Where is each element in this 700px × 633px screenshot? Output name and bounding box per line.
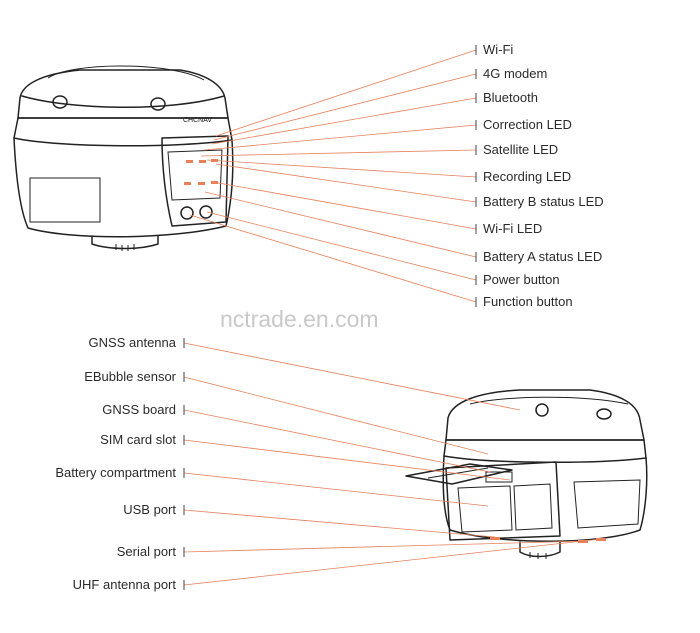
label-recording-led: Recording LED: [483, 169, 571, 184]
leader-line-bluetooth: [211, 97, 477, 145]
label-power-button: Power button: [483, 272, 560, 287]
leader-line-wi-fi-led: [212, 181, 477, 230]
label-bluetooth: Bluetooth: [483, 90, 538, 105]
callout-battery-a-status-led: Battery A status LED: [204, 191, 602, 264]
callout-sim-card-slot: SIM card slot: [100, 432, 511, 481]
callout-power-button: Power button: [206, 211, 560, 287]
leader-line-correction-led: [203, 124, 477, 151]
label-gnss-board: GNSS board: [102, 402, 176, 417]
function-button-graphic: [199, 205, 213, 219]
watermark: nctrade.en.com: [220, 306, 379, 332]
label-battery-a-status-led: Battery A status LED: [483, 249, 602, 264]
callout-gnss-antenna: GNSS antenna: [89, 335, 521, 411]
leader-line-sim-card-slot: [183, 439, 511, 481]
callout-recording-led: Recording LED: [206, 159, 571, 184]
label-usb-port: USB port: [123, 502, 176, 517]
callout-battery-compartment: Battery compartment: [55, 465, 489, 507]
callout-gnss-board: GNSS board: [102, 402, 491, 473]
brand-marking: CHCNAV: [183, 117, 212, 124]
leader-line-4g-modem: [213, 73, 477, 141]
label-sim-card-slot: SIM card slot: [100, 432, 176, 447]
callout-4g-modem: 4G modem: [213, 66, 547, 141]
callout-uhf-antenna-port: UHF antenna port: [73, 538, 602, 592]
label-wi-fi-led: Wi-Fi LED: [483, 221, 542, 236]
leader-line-serial-port: [183, 540, 587, 553]
label-correction-led: Correction LED: [483, 117, 572, 132]
callout-function-button: Function button: [189, 214, 573, 309]
leader-line-battery-compartment: [183, 472, 489, 507]
receiver-open-view: [405, 389, 648, 559]
leader-line-satellite-led: [200, 149, 477, 157]
leader-line-uhf-antenna-port: [183, 538, 602, 586]
label-ebubble-sensor: EBubble sensor: [84, 369, 176, 384]
leader-line-battery-a-status-led: [204, 191, 477, 258]
callout-satellite-led: Satellite LED: [200, 142, 558, 157]
leader-line-usb-port: [183, 509, 496, 538]
label-uhf-antenna-port: UHF antenna port: [73, 577, 177, 592]
label-battery-b-status-led: Battery B status LED: [483, 194, 604, 209]
leader-line-wi-fi: [215, 49, 477, 137]
callout-battery-b-status-led: Battery B status LED: [215, 163, 604, 209]
leader-line-function-button: [189, 214, 477, 303]
power-button-graphic: [180, 206, 194, 220]
callout-usb-port: USB port: [123, 502, 496, 538]
led-indicators: [184, 159, 218, 185]
callout-serial-port: Serial port: [117, 540, 587, 559]
leader-line-gnss-board: [183, 409, 491, 473]
callout-correction-led: Correction LED: [203, 117, 572, 151]
label-4g-modem: 4G modem: [483, 66, 547, 81]
leader-line-power-button: [206, 211, 477, 281]
label-wi-fi: Wi-Fi: [483, 42, 513, 57]
label-gnss-antenna: GNSS antenna: [89, 335, 177, 350]
callout-ebubble-sensor: EBubble sensor: [84, 369, 489, 455]
label-function-button: Function button: [483, 294, 573, 309]
label-serial-port: Serial port: [117, 544, 177, 559]
leader-line-recording-led: [206, 159, 477, 178]
leader-line-ebubble-sensor: [183, 376, 489, 455]
callout-wi-fi: Wi-Fi: [215, 42, 513, 137]
callout-bluetooth: Bluetooth: [211, 90, 538, 145]
label-satellite-led: Satellite LED: [483, 142, 558, 157]
leader-line-gnss-antenna: [183, 342, 521, 411]
callout-wi-fi-led: Wi-Fi LED: [212, 181, 542, 236]
label-battery-compartment: Battery compartment: [55, 465, 176, 480]
leader-line-battery-b-status-led: [215, 163, 477, 203]
receiver-front-view: CHCNAV: [13, 65, 234, 251]
